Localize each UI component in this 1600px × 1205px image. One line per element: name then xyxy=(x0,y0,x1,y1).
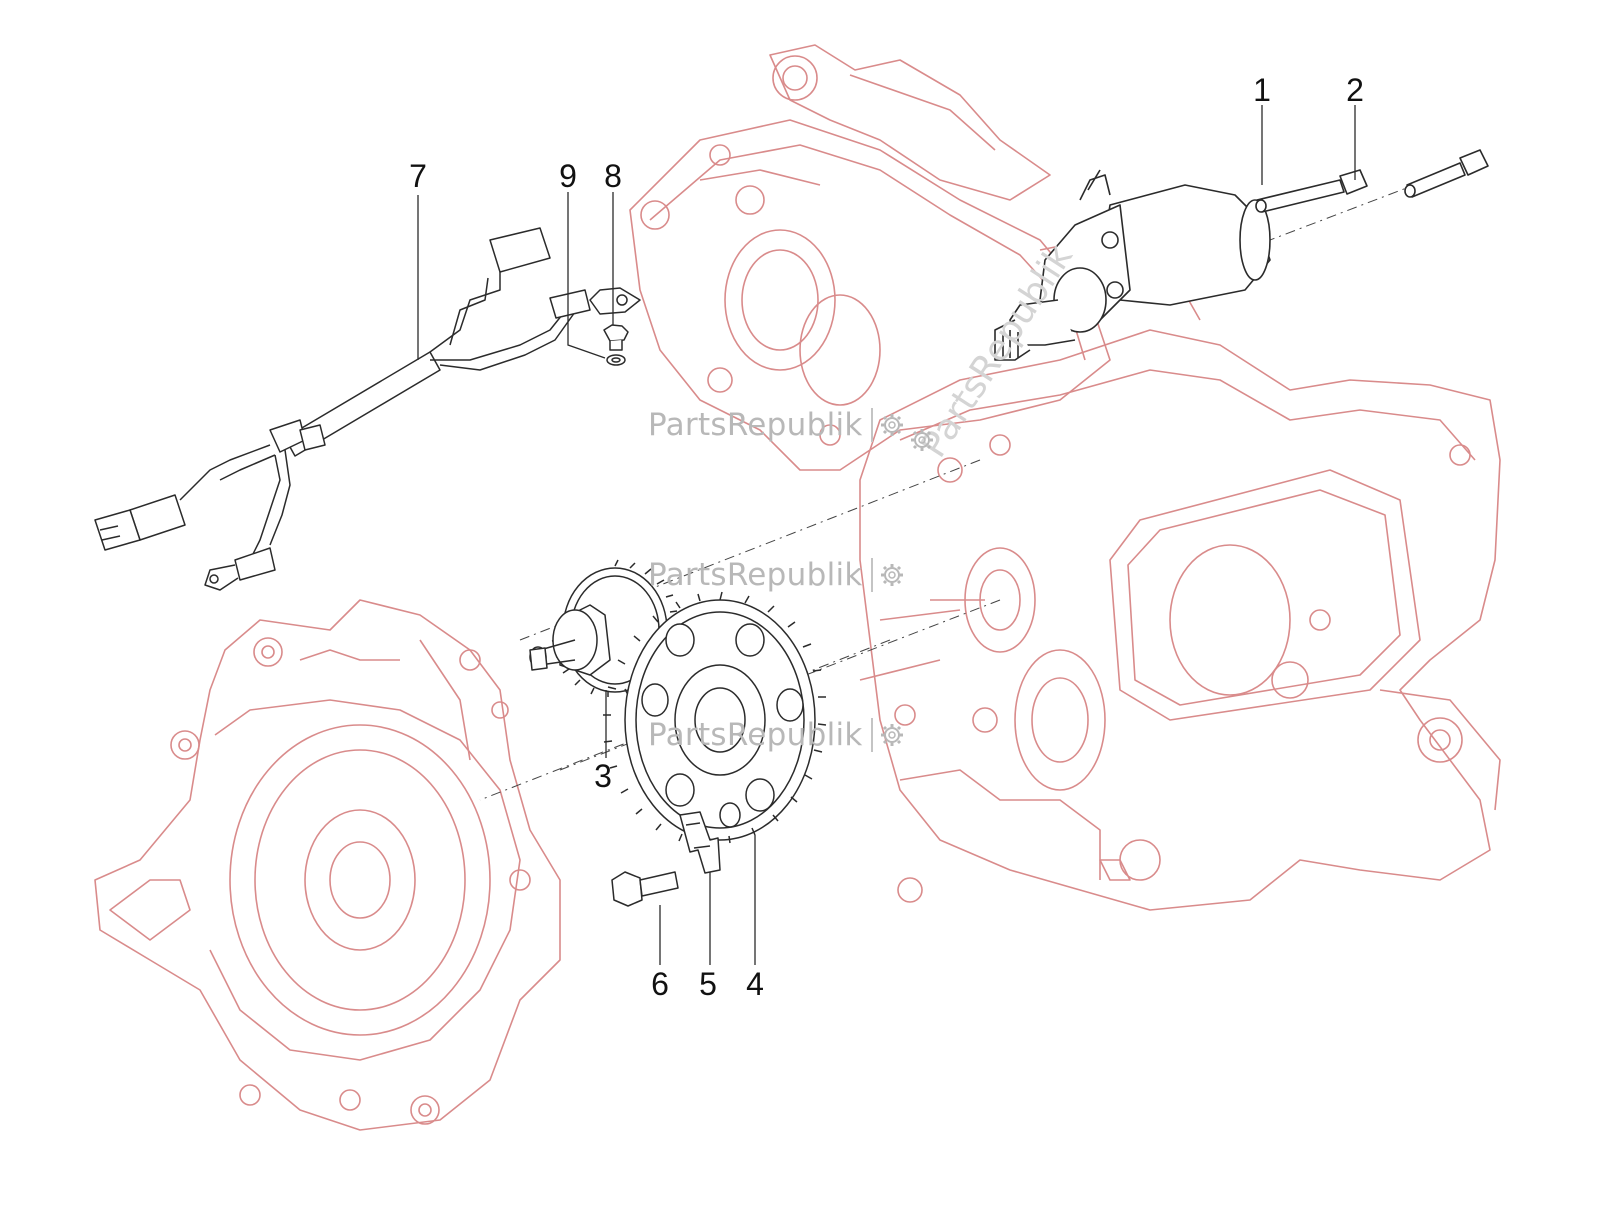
watermark-text: PartsRepublik xyxy=(648,717,863,753)
watermark-text: PartsRepublik xyxy=(648,557,863,593)
watermark-diagonal-text: PartsRepublik xyxy=(913,237,1081,465)
watermark-diagonal: PartsRepublik xyxy=(909,237,1081,465)
callout-4[interactable]: 4 xyxy=(746,966,764,1002)
watermark: PartsRepublik xyxy=(648,407,905,443)
callout-7[interactable]: 7 xyxy=(409,158,427,194)
watermark-text: PartsRepublik xyxy=(648,407,863,443)
leader-lines xyxy=(417,105,1356,965)
watermark: PartsRepublik xyxy=(648,557,905,593)
watermark-divider xyxy=(870,558,873,592)
gear-icon xyxy=(879,722,905,748)
callout-5[interactable]: 5 xyxy=(699,966,717,1002)
engine-crankcase xyxy=(629,44,1501,911)
part-starter-motor xyxy=(994,169,1271,361)
part-lock-plate xyxy=(679,811,721,874)
part-screw-and-washer xyxy=(603,324,629,366)
callout-1[interactable]: 1 xyxy=(1253,72,1271,108)
crankcase-cover xyxy=(94,599,561,1131)
callout-9[interactable]: 9 xyxy=(559,158,577,194)
watermark: PartsRepublik xyxy=(648,717,905,753)
callout-2[interactable]: 2 xyxy=(1346,72,1364,108)
watermark-divider xyxy=(870,718,873,752)
part-wiring-harness xyxy=(94,227,641,591)
callout-6[interactable]: 6 xyxy=(651,966,669,1002)
part-bolts xyxy=(1255,149,1489,213)
callout-3[interactable]: 3 xyxy=(594,758,612,794)
part-double-gear xyxy=(529,559,678,697)
gear-icon xyxy=(879,412,905,438)
part-screw xyxy=(611,871,679,907)
gear-icon xyxy=(879,562,905,588)
callout-8[interactable]: 8 xyxy=(604,158,622,194)
watermark-divider xyxy=(870,408,873,442)
part-large-gear xyxy=(603,591,827,846)
